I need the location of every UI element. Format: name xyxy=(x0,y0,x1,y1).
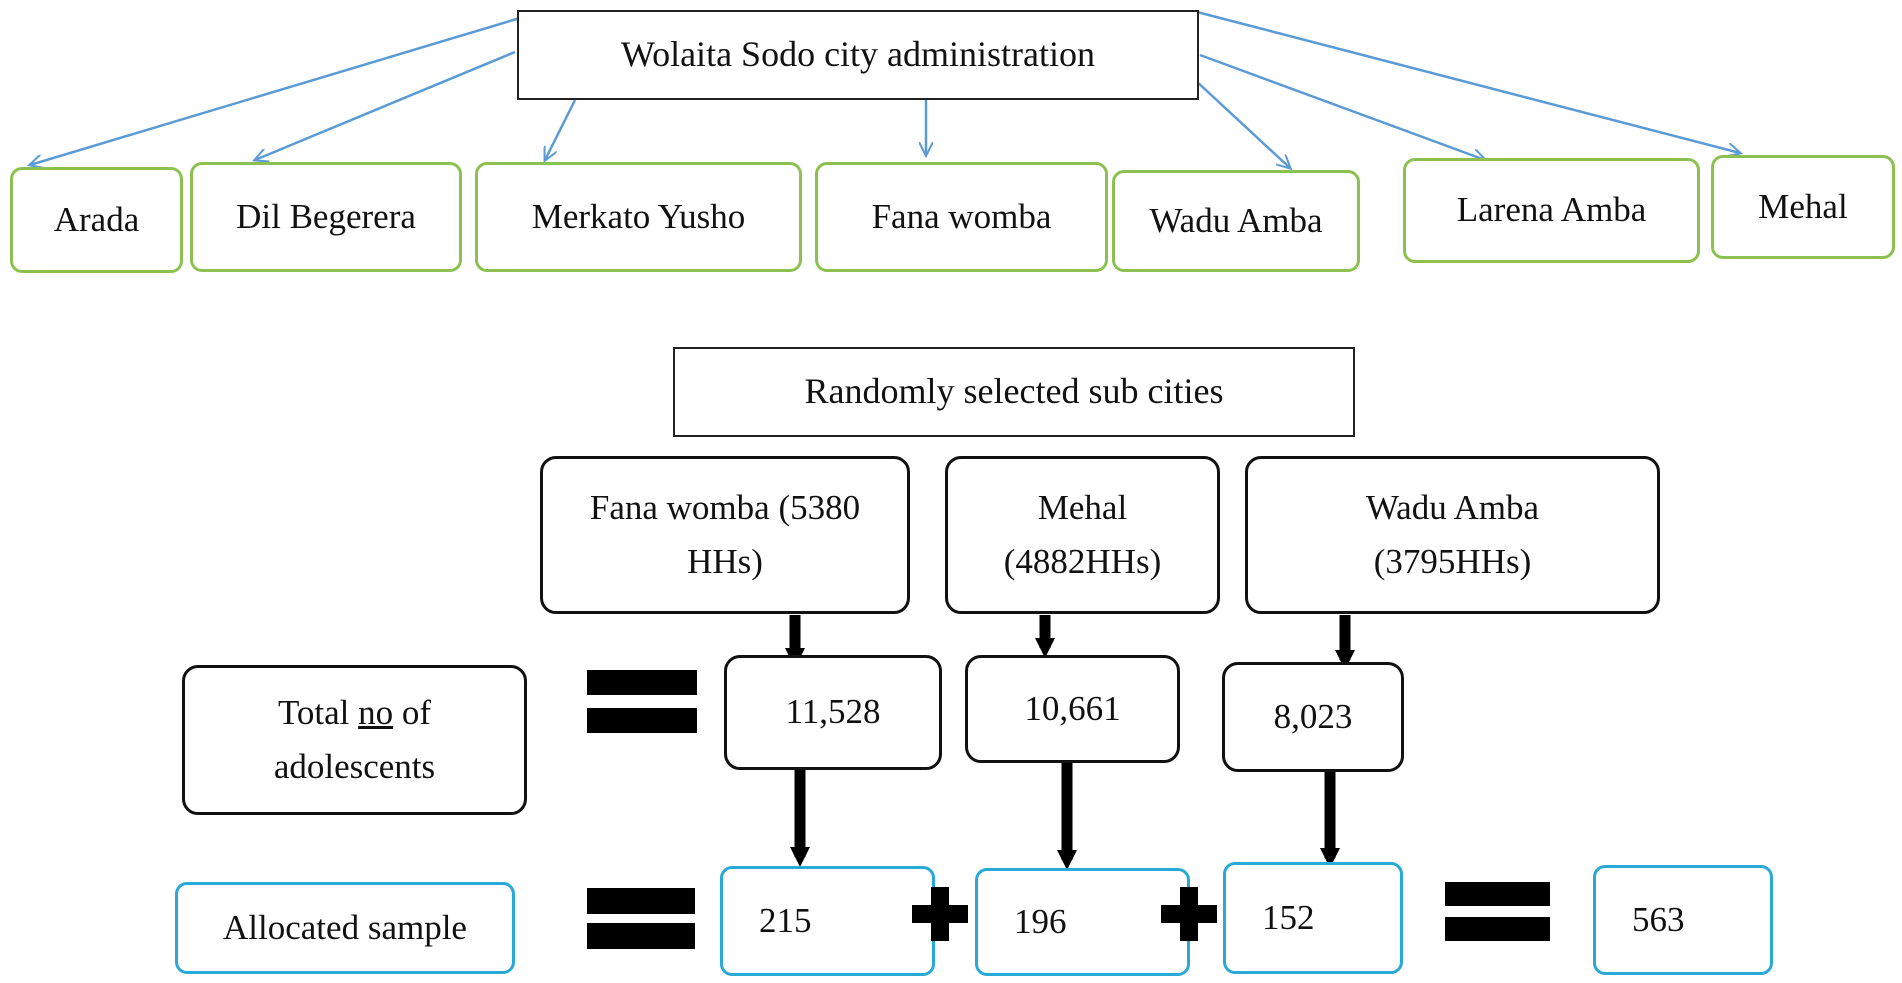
equals-sign-top xyxy=(587,670,697,695)
arrow-to-arada xyxy=(30,16,521,165)
allocated-sample-label-node: Allocated sample xyxy=(175,882,515,974)
arrow-to-mehal xyxy=(1196,10,1740,153)
equals-sign-bottom xyxy=(1445,917,1550,941)
selected-wadu-amba: Wadu Amba (3795HHs) xyxy=(1245,456,1660,614)
root-node: Wolaita Sodo city administration xyxy=(517,10,1199,100)
equals-sign-bottom xyxy=(587,708,697,733)
root-label: Wolaita Sodo city administration xyxy=(620,34,1096,75)
sub-city-label: Arada xyxy=(53,199,140,239)
sample-total-value: 563 xyxy=(1632,899,1685,939)
sub-city-label: Merkato Yusho xyxy=(531,196,746,236)
plus-sign-vertical xyxy=(931,887,949,941)
sample-total: 563 xyxy=(1593,865,1773,975)
selected-line1: Fana womba (5380 xyxy=(589,487,861,527)
sub-city-label: Wadu Amba xyxy=(1149,200,1323,240)
sub-city-label: Dil Begerera xyxy=(236,196,416,236)
plus-sign-vertical xyxy=(1180,887,1198,941)
sub-city-dil-begerera: Dil Begerera xyxy=(190,162,462,272)
sub-city-wadu-amba: Wadu Amba xyxy=(1112,170,1360,272)
selected-line2: HHs) xyxy=(687,542,763,581)
selected-fana-womba: Fana womba (5380 HHs) xyxy=(540,456,910,614)
selected-line2: (3795HHs) xyxy=(1373,542,1532,581)
sample-value: 152 xyxy=(1262,897,1315,937)
sub-city-fana-womba: Fana womba xyxy=(815,162,1108,272)
sub-city-label: Mehal xyxy=(1758,186,1848,226)
selected-line1: Mehal xyxy=(1037,487,1128,527)
sample-value: 196 xyxy=(1014,901,1067,941)
count-value: 11,528 xyxy=(785,692,881,732)
selected-line1: Wadu Amba xyxy=(1365,487,1540,527)
selected-mehal: Mehal (4882HHs) xyxy=(945,456,1220,614)
total-adolescents-line1: Total no of xyxy=(277,692,432,732)
sample-fana-womba: 215 xyxy=(720,866,935,976)
selection-title: Randomly selected sub cities xyxy=(804,371,1224,412)
adolescent-count-mehal: 10,661 xyxy=(965,655,1180,763)
sample-mehal: 196 xyxy=(975,868,1190,976)
total-adolescents-label-node: Total no of adolescents xyxy=(182,665,527,815)
sub-city-label: Larena Amba xyxy=(1456,190,1647,230)
arrow-to-dil-begerera xyxy=(255,50,516,160)
equals-sign-top xyxy=(587,888,695,914)
count-value: 10,661 xyxy=(1024,688,1121,728)
sub-city-arada: Arada xyxy=(10,167,183,273)
adolescent-count-wadu-amba: 8,023 xyxy=(1222,662,1404,772)
equals-sign-top xyxy=(1445,882,1550,906)
sub-city-merkato-yusho: Merkato Yusho xyxy=(475,162,802,272)
arrow-to-merkato-yusho xyxy=(545,99,577,160)
count-value: 8,023 xyxy=(1273,696,1353,736)
selection-title-node: Randomly selected sub cities xyxy=(673,347,1355,437)
allocated-sample-label: Allocated sample xyxy=(223,907,467,947)
sub-city-mehal: Mehal xyxy=(1711,155,1895,259)
selected-line2: (4882HHs) xyxy=(1003,542,1162,581)
sample-value: 215 xyxy=(759,900,812,940)
arrow-to-larena-amba xyxy=(1199,53,1485,160)
arrow-to-wadu-amba xyxy=(1194,79,1290,168)
sub-city-label: Fana womba xyxy=(871,196,1052,236)
sample-wadu-amba: 152 xyxy=(1223,862,1403,974)
equals-sign-bottom xyxy=(587,923,695,949)
adolescent-count-fana-womba: 11,528 xyxy=(724,655,942,770)
sub-city-larena-amba: Larena Amba xyxy=(1403,158,1700,263)
total-adolescents-line2: adolescents xyxy=(273,747,436,786)
